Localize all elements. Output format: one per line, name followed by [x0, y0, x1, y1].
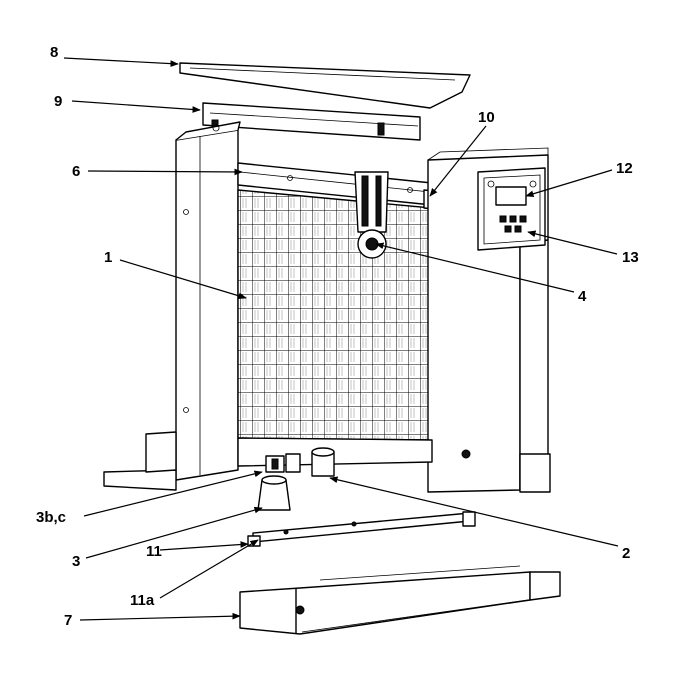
base-plate-part [103, 431, 177, 491]
top-cover-part [179, 62, 471, 109]
callout-12: 12 [616, 160, 633, 177]
control-housing-part [477, 167, 546, 251]
pump-part [257, 475, 291, 511]
left-frame-part [175, 121, 241, 481]
callout-7: 7 [64, 612, 72, 629]
callout-2: 2 [622, 545, 630, 562]
drain-rail-part [247, 511, 476, 547]
callout-labels: 8 9 6 1 10 12 13 4 2 3b,c 3 11 11a 7 [36, 44, 639, 629]
callout-4: 4 [578, 288, 587, 305]
drain-fitting-part [311, 447, 335, 477]
callout-9: 9 [54, 93, 62, 110]
leader-lines [63, 57, 619, 621]
callout-11a: 11a [130, 592, 155, 609]
callout-8: 8 [50, 44, 58, 61]
callout-6: 6 [72, 163, 80, 180]
callout-3: 3 [72, 553, 80, 570]
callout-13: 13 [622, 249, 639, 266]
evaporator-grid-part [237, 189, 433, 441]
callout-10: 10 [478, 109, 495, 126]
pump-fitting-part [265, 453, 301, 473]
water-distributor-part [354, 171, 389, 259]
control-display-part [487, 180, 537, 233]
callout-1: 1 [104, 249, 112, 266]
callout-3b-c: 3b,c [36, 509, 66, 526]
callout-11: 11 [146, 543, 162, 560]
water-tank-part [239, 565, 561, 635]
